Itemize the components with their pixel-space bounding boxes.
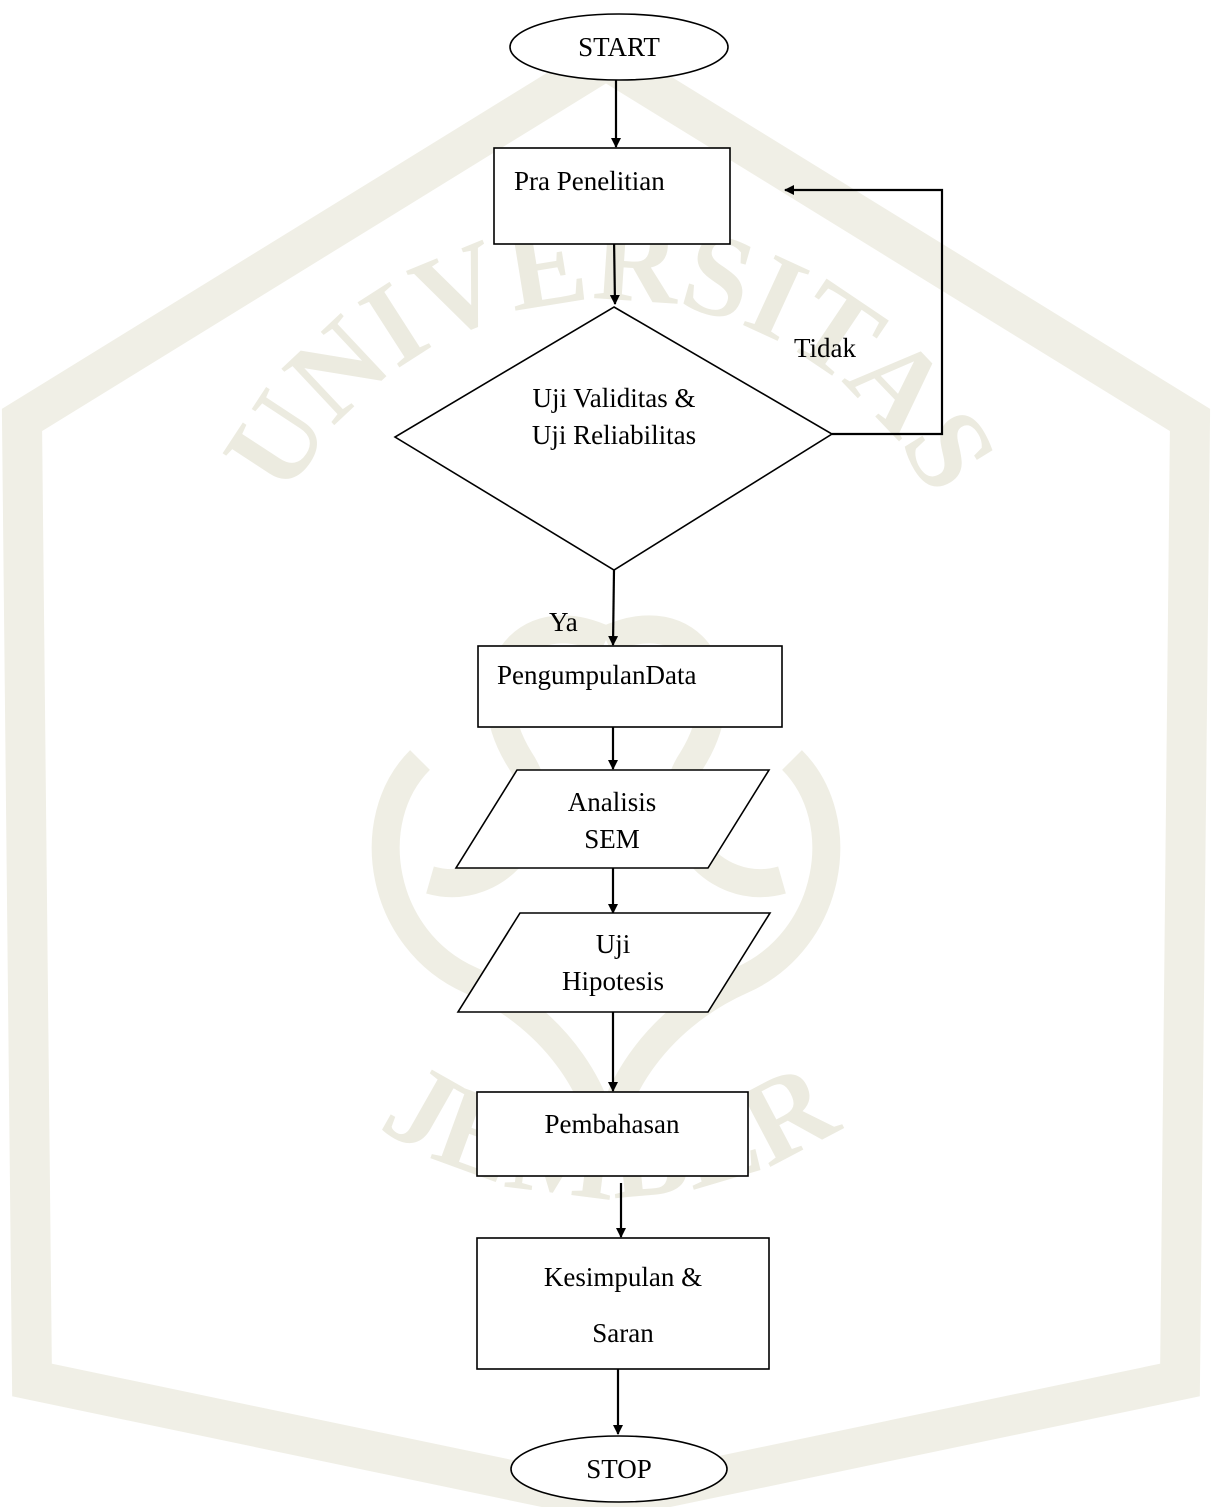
process-shape <box>476 1091 749 1177</box>
process-shape <box>476 1237 770 1370</box>
node-analisis-sem-label-line2: SEM <box>584 824 640 854</box>
decision-shape <box>393 306 834 571</box>
terminator-shape <box>509 13 729 81</box>
edge-label-tidak: Tidak <box>794 333 857 363</box>
node-uji-validitas-label-line1: Uji Validitas & <box>532 383 695 413</box>
edge-pra-penelitian-to-uji-validitas <box>609 237 620 305</box>
node-kesimpulan-saran: Kesimpulan & Saran <box>476 1237 770 1370</box>
data-shape <box>456 912 772 1013</box>
node-pengumpulan-data: PengumpulanData <box>477 645 783 728</box>
node-uji-hipotesis-label-line1: Uji <box>596 929 631 959</box>
node-kesimpulan-saran-label-line2: Saran <box>592 1318 654 1348</box>
edge-label-ya: Ya <box>549 607 578 637</box>
process-shape <box>477 645 783 728</box>
node-stop: STOP <box>510 1435 728 1503</box>
node-pra-penelitian: Pra Penelitian <box>493 147 731 245</box>
node-start-label: START <box>578 32 660 62</box>
node-uji-hipotesis-label-line2: Hipotesis <box>562 966 664 996</box>
node-uji-validitas: Uji Validitas & Uji Reliabilitas <box>393 306 834 571</box>
node-uji-hipotesis: Uji Hipotesis <box>456 912 772 1013</box>
node-start: START <box>509 13 729 81</box>
node-pembahasan-label: Pembahasan <box>545 1109 680 1139</box>
node-pengumpulan-data-label: PengumpulanData <box>497 660 696 690</box>
edge-uji-validitas-to-pra-penelitian <box>784 185 944 436</box>
node-analisis-sem: Analisis SEM <box>454 769 771 869</box>
node-pra-penelitian-label: Pra Penelitian <box>514 166 665 196</box>
data-shape <box>454 769 771 869</box>
node-stop-label: STOP <box>586 1454 652 1484</box>
node-pembahasan: Pembahasan <box>476 1091 749 1177</box>
node-analisis-sem-label-line1: Analisis <box>568 787 657 817</box>
process-shape <box>493 147 731 245</box>
terminator-shape <box>510 1435 728 1503</box>
edge-uji-validitas-to-pengumpulan-data <box>608 569 619 646</box>
node-uji-validitas-label-line2: Uji Reliabilitas <box>532 420 696 450</box>
node-kesimpulan-saran-label-line1: Kesimpulan & <box>544 1262 702 1292</box>
edges <box>608 80 944 1435</box>
